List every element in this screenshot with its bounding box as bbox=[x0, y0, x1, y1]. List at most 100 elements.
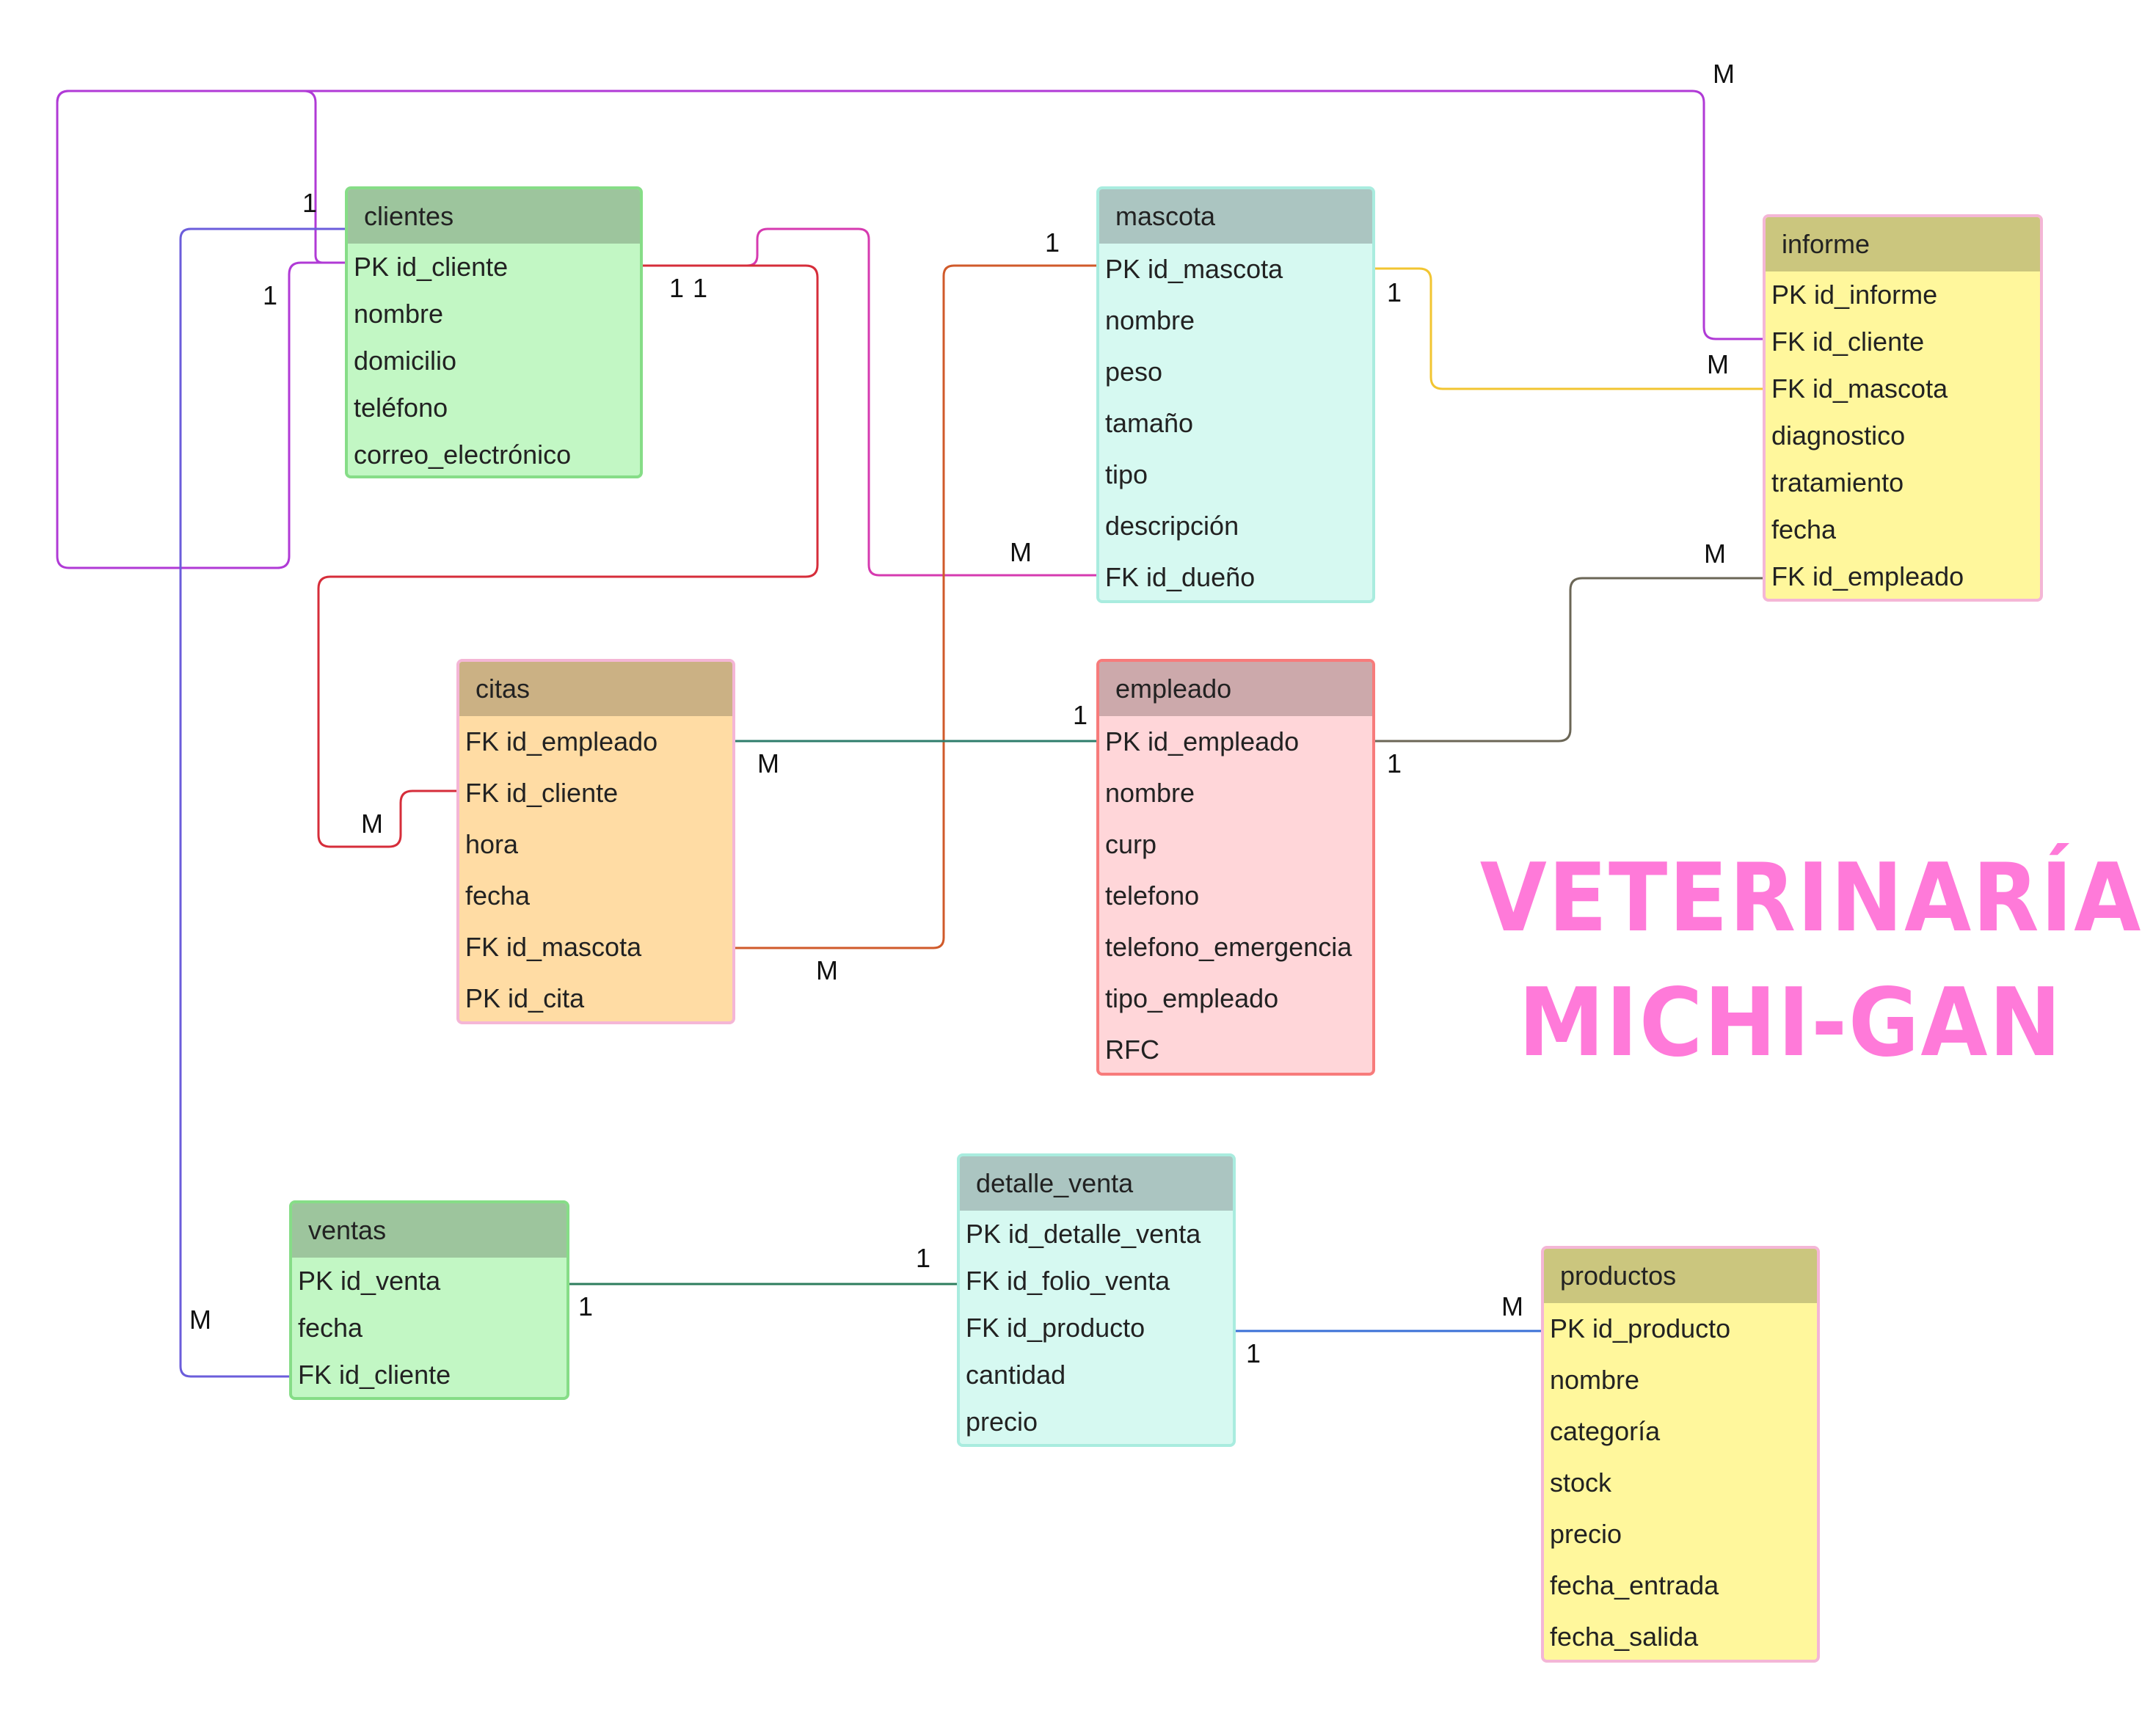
entity-informe-field: diagnostico bbox=[1771, 420, 1906, 451]
entity-detalle_venta-field: PK id_detalle_venta bbox=[966, 1219, 1201, 1249]
entity-informe-field: PK id_informe bbox=[1771, 280, 1938, 310]
card-clientes-citas-1: 1 bbox=[669, 273, 685, 303]
entity-productos-field: precio bbox=[1550, 1519, 1622, 1549]
rel-clientes-ventas bbox=[179, 227, 345, 1378]
entity-informe-field: FK id_cliente bbox=[1771, 327, 1925, 357]
rel-empleado-informe bbox=[1375, 577, 1764, 743]
entity-citas-field: PK id_cita bbox=[465, 983, 585, 1013]
entity-clientes-field: correo_electrónico bbox=[354, 440, 572, 470]
entity-mascota-field: nombre bbox=[1105, 305, 1195, 335]
entity-detalle_venta-field: precio bbox=[966, 1407, 1038, 1437]
entity-empleado-field: nombre bbox=[1105, 778, 1195, 808]
card-mascota-citas-1: 1 bbox=[1045, 227, 1060, 258]
diagram-title-line-2: MICHI-GAN bbox=[1518, 969, 2063, 1078]
card-clientes-informe-m: M bbox=[1713, 59, 1735, 89]
entity-detalle_venta-field: FK id_producto bbox=[966, 1313, 1145, 1343]
entity-citas-field: FK id_empleado bbox=[465, 726, 658, 756]
entity-empleado-name: empleado bbox=[1099, 662, 1372, 716]
entity-informe-field: FK id_mascota bbox=[1771, 373, 1948, 404]
entity-detalle_venta-fields: PK id_detalle_venta FK id_folio_venta FK i… bbox=[960, 1211, 1233, 1444]
card-empleado-informe-m: M bbox=[1704, 539, 1726, 569]
entity-clientes-field: PK id_cliente bbox=[354, 252, 509, 282]
entity-mascota-field: descripción bbox=[1105, 511, 1239, 541]
entity-citas-field: fecha bbox=[465, 880, 531, 911]
entity-informe-field: fecha bbox=[1771, 514, 1837, 544]
card-mascota-informe-1: 1 bbox=[1387, 277, 1402, 307]
entity-mascota-field: PK id_mascota bbox=[1105, 254, 1283, 284]
entity-empleado-field: curp bbox=[1105, 829, 1157, 859]
card-clientes-ventas-m: M bbox=[189, 1305, 211, 1335]
card-mascota-citas-m: M bbox=[816, 955, 838, 985]
entity-mascota-name: mascota bbox=[1099, 189, 1372, 244]
entity-detalle_venta[interactable]: detalle_venta PK id_detalle_venta FK id_f… bbox=[957, 1153, 1236, 1447]
entity-productos-field: fecha_salida bbox=[1550, 1622, 1699, 1652]
entity-ventas-field: fecha bbox=[298, 1313, 363, 1343]
entity-informe[interactable]: informe PK id_informe FK id_cliente FK id_… bbox=[1763, 214, 2043, 602]
entity-ventas-field: FK id_cliente bbox=[298, 1360, 451, 1390]
card-empleado-citas-1: 1 bbox=[1073, 700, 1088, 730]
entity-empleado-field: RFC bbox=[1105, 1035, 1159, 1065]
rel-clientes-mascota bbox=[641, 227, 1098, 577]
entity-productos-field: categoría bbox=[1550, 1416, 1661, 1446]
rel-mascota-citas bbox=[735, 264, 1098, 949]
rel-clientes-citas bbox=[317, 264, 819, 848]
card-detalle-productos-1: 1 bbox=[1246, 1338, 1261, 1368]
rel-clientes-informe bbox=[56, 90, 345, 569]
entity-ventas-field: PK id_venta bbox=[298, 1266, 441, 1296]
card-clientes-citas-m: M bbox=[361, 809, 383, 839]
card-empleado-citas-m: M bbox=[757, 748, 779, 778]
entity-empleado-field: telefono_emergencia bbox=[1105, 932, 1352, 962]
diagram-title: VETERINARÍA MICHI-GAN bbox=[1479, 836, 2143, 1086]
entity-productos-field: PK id_producto bbox=[1550, 1313, 1731, 1343]
card-clientes-mascota-m: M bbox=[1010, 537, 1032, 567]
card-clientes-mascota-1: 1 bbox=[693, 273, 708, 303]
rel-clientes-informe-right bbox=[56, 90, 1764, 340]
entity-citas-field: hora bbox=[465, 829, 519, 859]
card-ventas-detalle-1b: 1 bbox=[916, 1243, 931, 1273]
entity-detalle_venta-field: cantidad bbox=[966, 1360, 1066, 1390]
entity-productos-field: stock bbox=[1550, 1467, 1612, 1498]
entity-clientes-name: clientes bbox=[348, 189, 640, 244]
entity-mascota-field: FK id_dueño bbox=[1105, 562, 1256, 592]
entity-mascota-field: tamaño bbox=[1105, 408, 1194, 438]
entity-informe-field: tratamiento bbox=[1771, 467, 1904, 497]
card-mascota-informe-m: M bbox=[1707, 349, 1729, 379]
card-clientes-ventas-1: 1 bbox=[263, 280, 278, 310]
entity-informe-name: informe bbox=[1766, 217, 2040, 271]
entity-clientes-field: nombre bbox=[354, 299, 444, 329]
entity-clientes-field: domicilio bbox=[354, 346, 457, 376]
entity-citas-field: FK id_mascota bbox=[465, 932, 642, 962]
entity-citas-field: FK id_cliente bbox=[465, 778, 619, 808]
entity-productos-field: fecha_entrada bbox=[1550, 1570, 1719, 1600]
entity-empleado-field: telefono bbox=[1105, 880, 1200, 911]
card-empleado-informe-1: 1 bbox=[1387, 748, 1402, 778]
diagram-title-line-1: VETERINARÍA bbox=[1479, 844, 2143, 953]
entity-mascota-field: peso bbox=[1105, 357, 1163, 387]
entity-informe-field: FK id_empleado bbox=[1771, 561, 1964, 591]
entity-productos-field: nombre bbox=[1550, 1365, 1640, 1395]
entity-detalle_venta-field: FK id_folio_venta bbox=[966, 1266, 1170, 1296]
card-detalle-productos-m: M bbox=[1501, 1291, 1523, 1321]
rel-mascota-informe bbox=[1375, 267, 1764, 390]
card-ventas-detalle-1a: 1 bbox=[578, 1291, 594, 1321]
entity-clientes-field: teléfono bbox=[354, 393, 448, 423]
entity-empleado-field: tipo_empleado bbox=[1105, 983, 1279, 1013]
entity-detalle_venta-name: detalle_venta bbox=[960, 1156, 1233, 1211]
card-clientes-informe-1: 1 bbox=[302, 188, 318, 218]
entity-mascota-field: tipo bbox=[1105, 459, 1148, 489]
entity-ventas-name: ventas bbox=[292, 1203, 567, 1258]
